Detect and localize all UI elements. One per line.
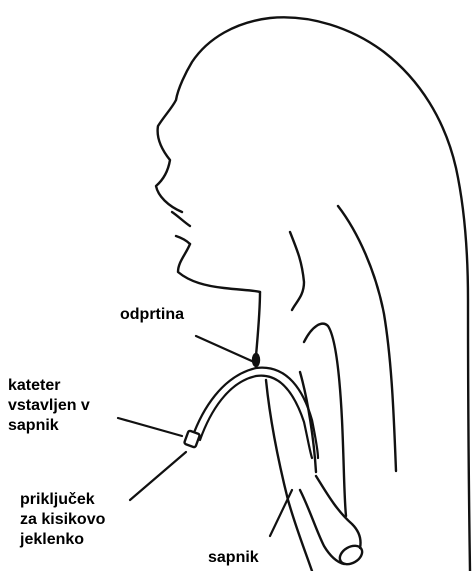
leader-line-connector: [130, 452, 186, 500]
trachea-back-wall: [300, 372, 316, 472]
label-opening: odprtina: [120, 305, 184, 325]
right-bronchus: [316, 476, 361, 548]
chin-outline: [178, 244, 260, 292]
label-connector-line-1: priključek: [20, 490, 105, 510]
label-opening-text: odprtina: [120, 305, 184, 325]
label-catheter: kateter vstavljen v sapnik: [8, 376, 90, 436]
leader-line-trachea: [270, 490, 292, 536]
leader-line-catheter: [118, 418, 182, 436]
lip-line: [176, 236, 190, 244]
label-catheter-line-3: sapnik: [8, 416, 90, 436]
catheter-tube-outer: [192, 368, 318, 458]
throat-front-line: [256, 292, 260, 356]
neck-back-line: [338, 206, 396, 471]
leader-line-opening: [196, 336, 254, 362]
label-connector: priključek za kisikovo jeklenko: [20, 490, 105, 550]
label-trachea-text: sapnik: [208, 548, 259, 568]
label-connector-line-3: jeklenko: [20, 530, 105, 550]
label-catheter-line-2: vstavljen v: [8, 396, 90, 416]
mouth-line: [172, 212, 190, 226]
label-connector-line-2: za kisikovo: [20, 510, 105, 530]
catheter-tube-inner: [200, 376, 312, 458]
label-trachea: sapnik: [208, 548, 259, 568]
label-catheter-line-1: kateter: [8, 376, 90, 396]
trachea-front-wall: [266, 380, 312, 571]
airway-back-wall: [290, 232, 304, 310]
head-profile-outline: [156, 17, 470, 571]
catheter-connector-end: [184, 430, 200, 447]
stoma-opening: [253, 354, 259, 366]
